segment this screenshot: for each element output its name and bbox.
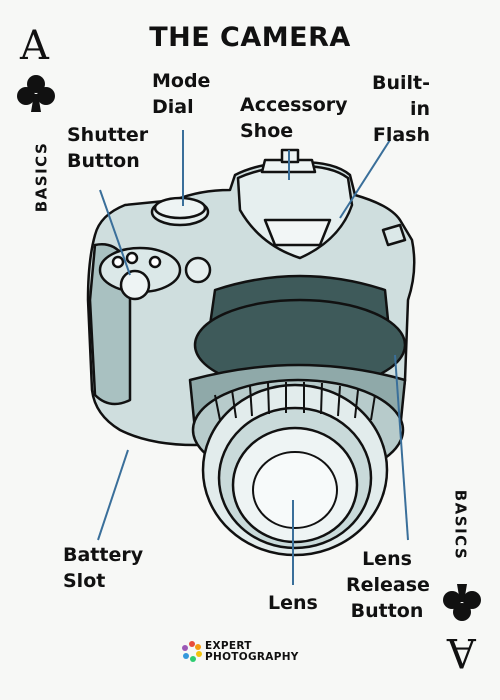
card-title: THE CAMERA (149, 22, 351, 53)
leader-lens-release-button (394, 354, 409, 541)
label-lens-release-button: Lens Release Button (346, 548, 430, 622)
label-builtin-flash: Built-in Flash (371, 72, 430, 146)
club-suit-icon (17, 75, 55, 112)
club-suit-icon (443, 584, 481, 621)
label-lens: Lens (268, 592, 318, 614)
corner-rank-top: A (20, 23, 49, 69)
label-mode-dial: Mode Dial (152, 70, 211, 118)
brand-logo-icon (182, 641, 202, 662)
brand-wordmark: EXPERT PHOTOGRAPHY (205, 640, 299, 663)
label-accessory-shoe: Accessory Shoe (240, 94, 348, 142)
leader-battery-slot (97, 449, 129, 541)
label-battery-slot: Battery Slot (63, 544, 144, 592)
leader-builtin-flash (339, 139, 391, 219)
label-shutter-button: Shutter Button (67, 124, 149, 172)
leader-shutter-button (99, 189, 131, 276)
